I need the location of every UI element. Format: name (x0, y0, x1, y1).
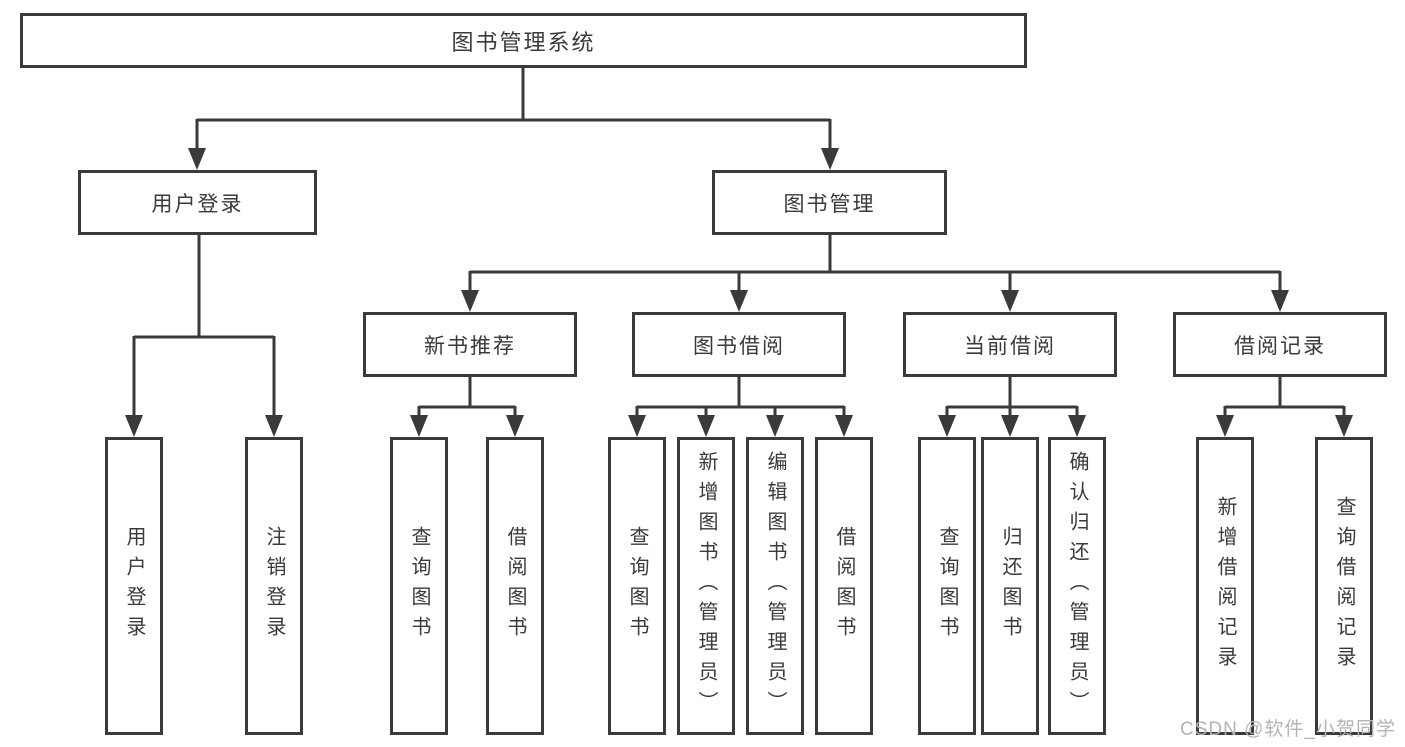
node-user-login-label: 用户登录 (151, 192, 244, 216)
arrowhead-icons (125, 148, 1353, 437)
leaf-logout-label: 注销登录 (263, 526, 285, 646)
leaf-return-books: 归还图书 (981, 437, 1039, 735)
leaf-query-borrow-record-label: 查询借阅记录 (1333, 496, 1355, 676)
node-new-book-recommend: 新书推荐 (363, 312, 577, 377)
leaf-add-books-admin: 新增图书（管理员） (677, 437, 735, 735)
leaf-add-books-admin-label: 新增图书（管理员） (695, 451, 717, 721)
leaf-borrow-books-recommend: 借阅图书 (486, 437, 544, 735)
leaf-borrow-books: 借阅图书 (815, 437, 873, 735)
node-current-borrowing-label: 当前借阅 (964, 334, 1056, 358)
leaf-confirm-return-admin-label: 确认归还（管理员） (1066, 451, 1088, 721)
node-root-label: 图书管理系统 (451, 29, 596, 55)
csdn-watermark: CSDN @软件_小贺同学 (1180, 719, 1396, 740)
node-current-borrowing: 当前借阅 (903, 312, 1117, 377)
leaf-query-books-current-label: 查询图书 (936, 526, 958, 646)
leaf-query-books-borrowing-label: 查询图书 (626, 526, 648, 646)
leaf-query-books-recommend-label: 查询图书 (408, 526, 430, 646)
leaf-add-borrow-record-label: 新增借阅记录 (1214, 496, 1236, 676)
leaf-user-login-label: 用户登录 (123, 526, 145, 646)
leaf-add-borrow-record: 新增借阅记录 (1196, 437, 1254, 735)
tree-edges (132, 68, 1346, 421)
node-borrowing-records-label: 借阅记录 (1234, 334, 1326, 358)
leaf-query-borrow-record: 查询借阅记录 (1315, 437, 1373, 735)
node-new-book-recommend-label: 新书推荐 (424, 334, 516, 358)
leaf-query-books-borrowing: 查询图书 (608, 437, 666, 735)
node-book-borrowing: 图书借阅 (632, 312, 846, 377)
node-user-login: 用户登录 (78, 170, 317, 235)
node-book-borrowing-label: 图书借阅 (693, 334, 785, 358)
leaf-query-books-recommend: 查询图书 (390, 437, 448, 735)
leaf-confirm-return-admin: 确认归还（管理员） (1048, 437, 1106, 735)
node-book-management-label: 图书管理 (783, 192, 876, 216)
leaf-edit-books-admin-label: 编辑图书（管理员） (764, 451, 786, 721)
leaf-borrow-books-recommend-label: 借阅图书 (504, 526, 526, 646)
leaf-logout: 注销登录 (245, 437, 303, 735)
node-book-management: 图书管理 (712, 170, 947, 235)
leaf-edit-books-admin: 编辑图书（管理员） (746, 437, 804, 735)
leaf-user-login: 用户登录 (105, 437, 163, 735)
node-borrowing-records: 借阅记录 (1173, 312, 1387, 377)
leaf-query-books-current: 查询图书 (918, 437, 976, 735)
leaf-borrow-books-label: 借阅图书 (833, 526, 855, 646)
leaf-return-books-label: 归还图书 (999, 526, 1021, 646)
node-root: 图书管理系统 (20, 13, 1027, 68)
